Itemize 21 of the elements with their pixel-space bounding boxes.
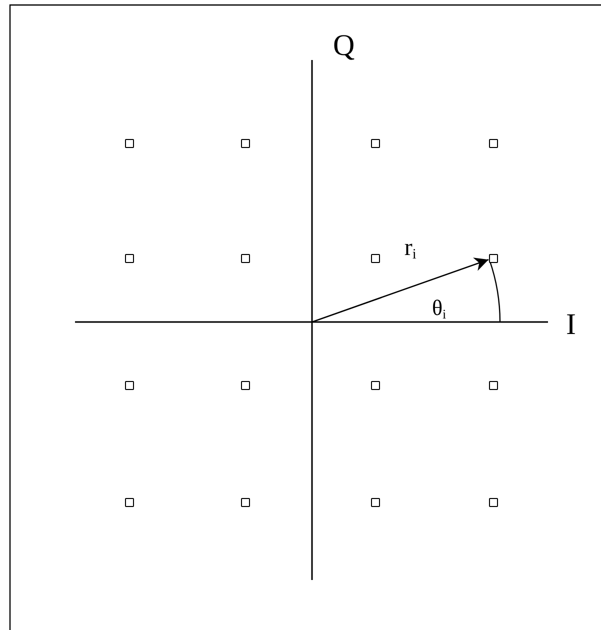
constellation-point: [370, 254, 380, 262]
constellation-point: [370, 138, 380, 148]
constellation-point: [488, 138, 498, 148]
edge-label: r$_{i}$: [404, 236, 416, 262]
vector-arrow: [312, 258, 489, 323]
constellation-point: [124, 498, 134, 506]
angle-label: θ$_{i}$: [432, 297, 446, 320]
axis-label: Q: [333, 31, 355, 61]
constellation-point: [240, 498, 250, 506]
constellation-point: [240, 380, 250, 390]
constellation-point: [240, 138, 250, 148]
constellation-point: [370, 498, 380, 506]
axis-label: I: [566, 310, 576, 340]
constellation-point: [124, 380, 134, 390]
constellation-point: [370, 380, 380, 390]
constellation-point: [488, 498, 498, 506]
constellation-point: [488, 254, 498, 262]
constellation-point: [124, 138, 134, 148]
constellation-point: [124, 254, 134, 262]
constellation-point: [240, 254, 250, 262]
constellation-point: [488, 380, 498, 390]
